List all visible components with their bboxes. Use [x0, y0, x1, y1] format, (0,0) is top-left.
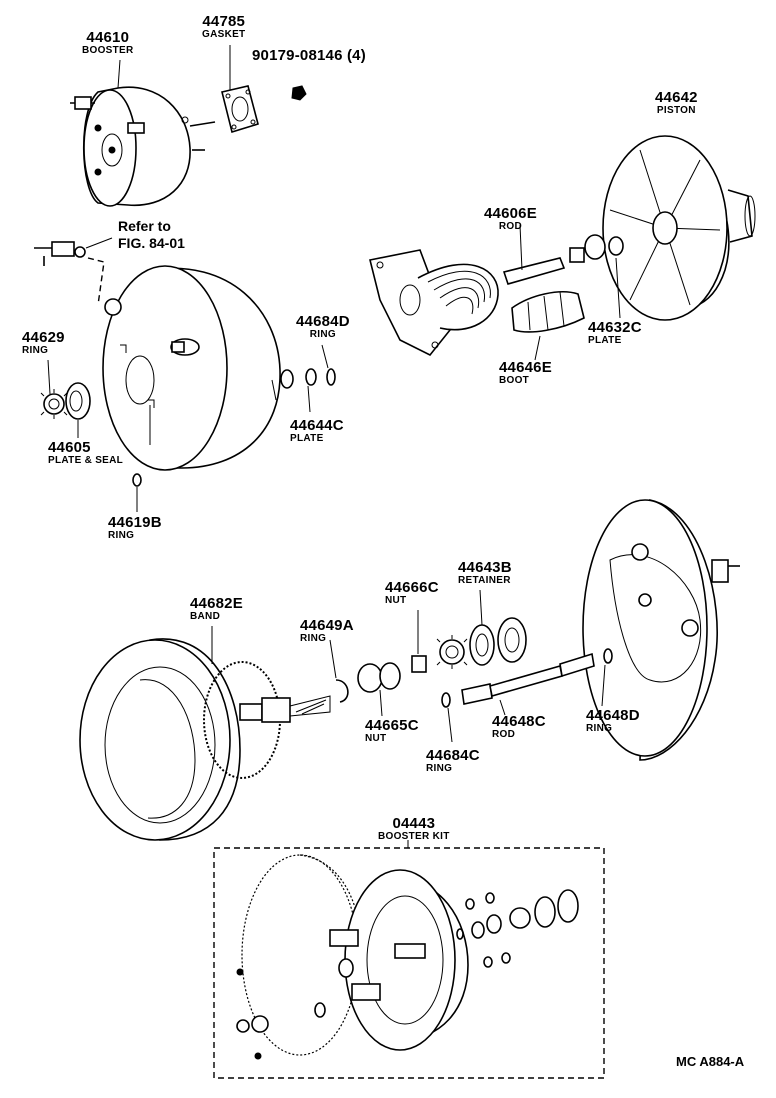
part-number: 44644C — [290, 417, 344, 434]
booster-assembly-drawing — [70, 86, 216, 207]
part-name: ROD — [498, 221, 523, 232]
part-name: PLATE — [290, 433, 324, 444]
rod-44648c-drawing — [461, 652, 595, 705]
reference-fitting-drawing — [34, 237, 113, 306]
ring-44649a-drawing — [335, 679, 349, 703]
part-name: BOOSTER — [82, 45, 134, 56]
rod-44606e-drawing — [502, 234, 606, 285]
part-name: RING — [426, 763, 453, 774]
piston-drawing — [602, 135, 756, 321]
part-name: BOOSTER KIT — [378, 831, 450, 842]
part-name: RING — [108, 530, 135, 541]
part-label-plate-seal-44605: 44605 PLATE & SEAL — [48, 440, 123, 466]
part-label-nut-44666c: 44666C NUT — [385, 580, 439, 606]
part-number: 44684D — [296, 313, 350, 330]
part-number: 44643B — [458, 559, 512, 576]
part-number: 44606E — [484, 205, 537, 222]
plate-44644c-drawing — [280, 368, 317, 389]
part-label-booster: 44610 BOOSTER — [82, 30, 134, 56]
part-label-rod-44648c: 44648C ROD — [492, 714, 546, 740]
part-number: 44619B — [108, 514, 162, 531]
part-name: PISTON — [656, 105, 696, 116]
part-name: BOOT — [499, 375, 530, 386]
part-label-retainer-44643b: 44643B RETAINER — [458, 560, 512, 586]
part-label-rod-44606e: 44606E ROD — [484, 206, 537, 232]
part-number: 44629 — [22, 329, 65, 346]
ring-44629-drawing — [40, 389, 68, 419]
part-label-band-44682e: 44682E BAND — [190, 596, 243, 622]
nut-44666c-drawing — [411, 655, 427, 673]
ring-44648d-drawing — [603, 648, 613, 664]
part-name: RETAINER — [458, 575, 511, 586]
part-label-ring-44619b: 44619B RING — [108, 515, 162, 541]
gasket-drawing — [221, 85, 259, 134]
part-label-piston: 44642 PISTON — [655, 90, 698, 116]
part-number: 44610 — [86, 29, 130, 46]
boot-44646e-drawing — [511, 291, 585, 333]
plate-seal-44605-drawing — [65, 382, 91, 420]
part-label-boot-44646e: 44646E BOOT — [499, 360, 552, 386]
part-number: 44632C — [588, 319, 642, 336]
part-name: PLATE & SEAL — [48, 455, 124, 466]
part-label-plate-44632c: 44632C PLATE — [588, 320, 642, 346]
ring-44684c-drawing — [441, 692, 451, 708]
seal-rings-drawing — [469, 617, 527, 666]
part-label-nut-44665c: 44665C NUT — [365, 718, 419, 744]
part-number: 44646E — [499, 359, 552, 376]
reference-note-line-2: FIG. 84-01 — [118, 234, 185, 251]
part-name: PLATE — [588, 335, 622, 346]
reference-note: Refer to FIG. 84-01 — [118, 218, 185, 252]
valve-body-drawing — [369, 249, 499, 357]
part-name: ROD — [492, 729, 516, 740]
booster-kit-contents-drawing — [236, 854, 579, 1060]
part-name: NUT — [365, 733, 387, 744]
part-number: 44648C — [492, 713, 546, 730]
part-label-gasket: 44785 GASKET — [202, 14, 245, 40]
nut-drawing — [291, 85, 307, 101]
part-name: BAND — [190, 611, 221, 622]
plate-44632c-drawing — [608, 236, 624, 256]
part-name: NUT — [385, 595, 407, 606]
part-label-booster-kit: 04443 BOOSTER KIT — [378, 816, 450, 842]
part-number: 90179-08146 (4) — [252, 47, 366, 64]
part-name: GASKET — [202, 29, 246, 40]
part-number: 44648D — [586, 707, 640, 724]
booster-shell-drawing — [102, 265, 281, 471]
part-number: 44682E — [190, 595, 243, 612]
part-number: 44666C — [385, 579, 439, 596]
part-number: 04443 — [392, 815, 436, 832]
rear-shell-drawing — [582, 499, 740, 761]
part-label-ring-44649a: 44649A RING — [300, 618, 354, 644]
part-number: 44785 — [202, 13, 246, 30]
part-label-nut-90179: 90179-08146 (4) — [252, 48, 366, 63]
part-number: 44649A — [300, 617, 354, 634]
part-number: 44605 — [48, 439, 91, 456]
part-name: RING — [300, 633, 327, 644]
part-name: RING — [22, 345, 49, 356]
part-name: RING — [309, 329, 336, 340]
part-label-ring-44629: 44629 RING — [22, 330, 65, 356]
diagram-code: MC A884-A — [676, 1054, 745, 1069]
front-shell-drawing — [79, 638, 241, 841]
retainer-44643b-drawing — [436, 635, 468, 669]
ring-44684d-drawing — [326, 368, 336, 386]
rod-assembly-left-drawing — [239, 695, 331, 723]
part-number: 44642 — [655, 89, 698, 106]
nut-44665c-drawing — [357, 662, 401, 693]
part-label-ring-44684d: 44684D RING — [296, 314, 350, 340]
part-label-ring-44684c: 44684C RING — [426, 748, 480, 774]
part-number: 44684C — [426, 747, 480, 764]
ring-44619b-drawing — [132, 473, 142, 487]
part-name: RING — [586, 723, 613, 734]
part-label-plate-44644c: 44644C PLATE — [290, 418, 344, 444]
part-number: 44665C — [365, 717, 419, 734]
part-label-ring-44648d: 44648D RING — [586, 708, 640, 734]
reference-note-line-1: Refer to — [118, 218, 171, 234]
